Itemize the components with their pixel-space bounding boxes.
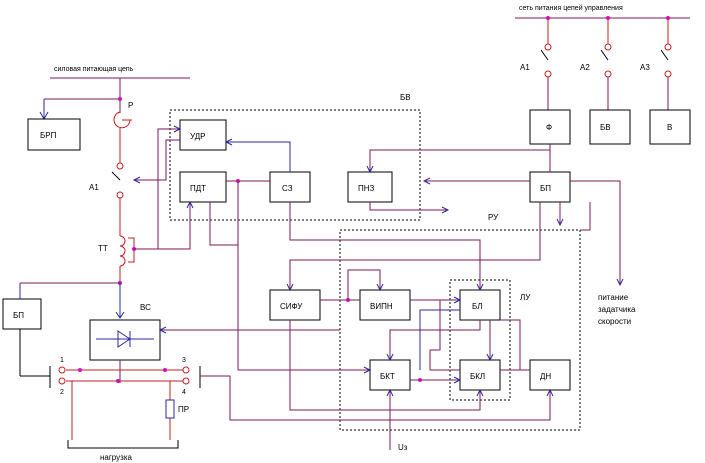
control-supply-net: сеть питания цепей управления (515, 4, 690, 20)
current-transformer-tt: ТТ (98, 235, 136, 267)
svg-text:В: В (667, 123, 672, 132)
fuse-pr: ПР (165, 381, 189, 440)
bv-group-box (169, 109, 421, 221)
switch-a1-top[interactable]: А1 (520, 18, 552, 110)
a1-top-label: А1 (520, 63, 530, 72)
svg-text:ПНЗ: ПНЗ (358, 184, 375, 193)
svg-text:БЛ: БЛ (472, 302, 483, 311)
switch-a1-left[interactable]: А1 (89, 171, 124, 199)
svg-text:БВ: БВ (600, 123, 611, 132)
svg-text:БРП: БРП (40, 131, 57, 140)
terminal-3-label: 3 (182, 357, 186, 364)
a2-label: А2 (580, 63, 590, 72)
tt-label: ТТ (98, 244, 108, 253)
block-bp-left: БП (2, 298, 42, 330)
speed-supply-label-3: скорости (598, 317, 631, 326)
svg-text:ПДТ: ПДТ (190, 184, 206, 193)
control-net-label: сеть питания цепей управления (519, 4, 623, 12)
block-vipn: ВИПН (359, 289, 411, 321)
terminal-4-label: 4 (182, 389, 186, 396)
uz-label: Uз (398, 443, 408, 452)
a1-left-label: А1 (89, 183, 99, 192)
block-bkt: БКТ (369, 359, 411, 391)
svg-text:БКЛ: БКЛ (470, 372, 485, 381)
svg-text:УДР: УДР (190, 132, 205, 141)
block-bl: БЛ (459, 289, 501, 321)
switch-a2[interactable]: А2 (580, 18, 612, 110)
a3-label: А3 (640, 63, 650, 72)
power-supply-net: силовая питающая цепь (50, 66, 190, 79)
block-bv: БВ (589, 109, 631, 145)
svg-text:БКТ: БКТ (380, 372, 395, 381)
load-label: нагрузка (100, 453, 132, 462)
block-brp: БРП (27, 118, 81, 151)
vs-label: ВС (140, 303, 151, 312)
terminal-1-label: 1 (60, 357, 64, 364)
pr-label: ПР (178, 405, 189, 414)
block-sz: СЗ (269, 171, 311, 203)
block-bp-right: БП (529, 171, 571, 203)
svg-text:ВИПН: ВИПН (370, 302, 393, 311)
relay-p: Р (113, 101, 133, 129)
block-dn: ДН (529, 359, 571, 391)
svg-text:БП: БП (13, 311, 24, 320)
output-terminals: 1 2 3 4 (49, 357, 201, 396)
ru-label: РУ (488, 213, 499, 222)
p-label: Р (128, 101, 133, 110)
block-udr: УДР (179, 119, 227, 151)
power-net-label: силовая питающая цепь (54, 66, 134, 73)
svg-text:БП: БП (540, 184, 551, 193)
block-sifu: СИФУ (269, 289, 321, 321)
rectifier-vs: ВС (89, 303, 161, 361)
block-bkl: БКЛ (459, 359, 501, 391)
svg-text:Ф: Ф (546, 123, 552, 132)
lu-label: ЛУ (520, 293, 531, 302)
block-pnz: ПНЗ (347, 171, 393, 203)
block-v: В (649, 109, 691, 145)
speed-supply-label-2: задатчика (598, 305, 636, 314)
block-pdt: ПДТ (179, 171, 227, 203)
svg-text:СЗ: СЗ (282, 184, 293, 193)
svg-text:СИФУ: СИФУ (280, 302, 303, 311)
terminal-2-label: 2 (60, 389, 64, 396)
speed-supply-label-1: питание (598, 293, 629, 302)
switch-a3[interactable]: А3 (640, 18, 672, 110)
svg-text:ДН: ДН (540, 372, 551, 381)
block-f: Ф (529, 109, 571, 145)
bv-group-label: БВ (400, 93, 411, 102)
